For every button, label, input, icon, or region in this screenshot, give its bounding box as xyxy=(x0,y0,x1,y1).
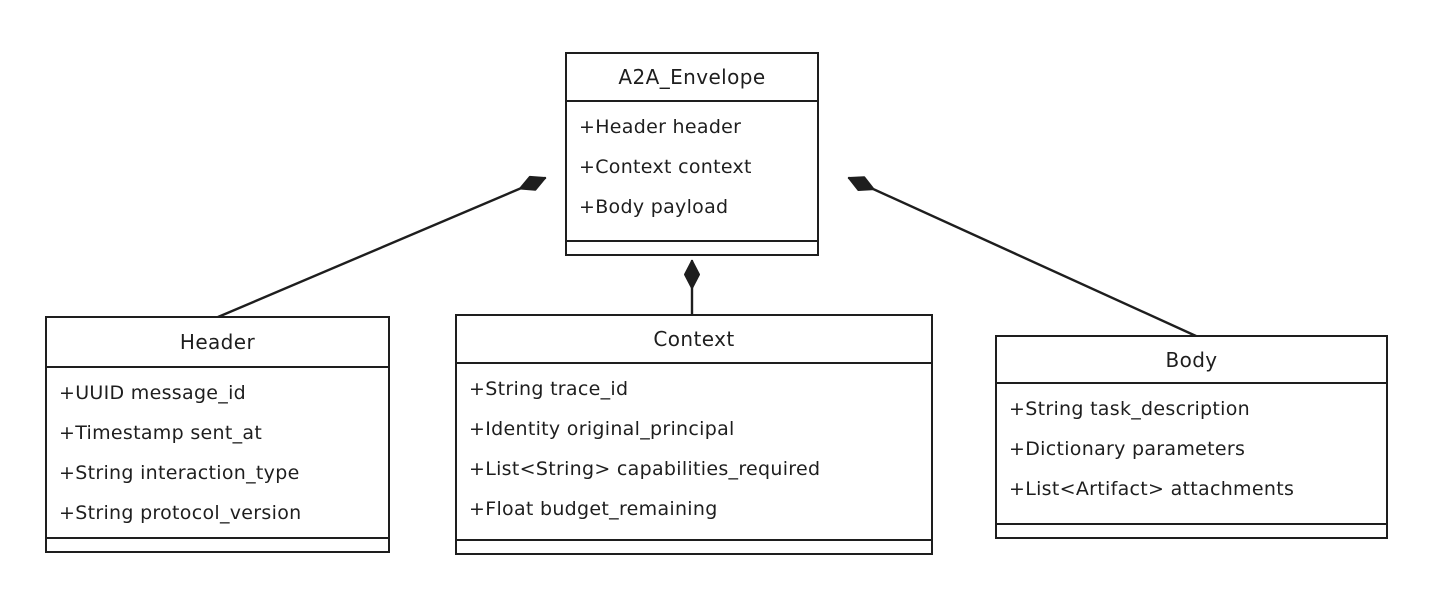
class-attributes-body: +String task_description +Dictionary para… xyxy=(997,384,1386,523)
class-attributes-a2a-envelope: +Header header +Context context +Body payl… xyxy=(567,102,817,240)
class-attribute: +Identity original_principal xyxy=(469,418,735,440)
class-title-a2a-envelope: A2A_Envelope xyxy=(567,54,817,102)
class-attribute: +List<Artifact> attachments xyxy=(1009,478,1295,500)
class-title-context: Context xyxy=(457,316,931,364)
class-attribute: +UUID message_id xyxy=(59,382,247,404)
class-attribute: +Dictionary parameters xyxy=(1009,438,1246,460)
class-attribute: +Header header xyxy=(579,116,742,138)
class-box-context: Context +String trace_id +Identity origin… xyxy=(455,314,933,555)
class-attribute: +String protocol_version xyxy=(59,502,302,524)
class-attribute: +String interaction_type xyxy=(59,462,300,484)
class-attribute: +List<String> capabilities_required xyxy=(469,458,821,480)
class-attribute: +Float budget_remaining xyxy=(469,498,718,520)
composition-edge-header-to-envelope xyxy=(216,175,547,319)
class-methods-empty xyxy=(47,537,388,551)
class-methods-empty xyxy=(457,539,931,553)
class-attribute: +Body payload xyxy=(579,196,729,218)
class-methods-empty xyxy=(567,240,817,254)
class-title-body: Body xyxy=(997,337,1386,384)
class-box-body: Body +String task_description +Dictionary… xyxy=(995,335,1388,539)
class-attribute: +Context context xyxy=(579,156,752,178)
class-attributes-context: +String trace_id +Identity original_princ… xyxy=(457,364,931,539)
class-attribute: +String task_description xyxy=(1009,398,1250,420)
class-attributes-header: +UUID message_id +Timestamp sent_at +Strin… xyxy=(47,368,388,537)
class-title-header: Header xyxy=(47,318,388,368)
class-attribute: +Timestamp sent_at xyxy=(59,422,263,444)
composition-edge-body-to-envelope xyxy=(847,176,1198,338)
class-box-header: Header +UUID message_id +Timestamp sent_a… xyxy=(45,316,390,553)
class-box-a2a-envelope: A2A_Envelope +Header header +Context cont… xyxy=(565,52,819,256)
class-methods-empty xyxy=(997,523,1386,537)
class-attribute: +String trace_id xyxy=(469,378,629,400)
